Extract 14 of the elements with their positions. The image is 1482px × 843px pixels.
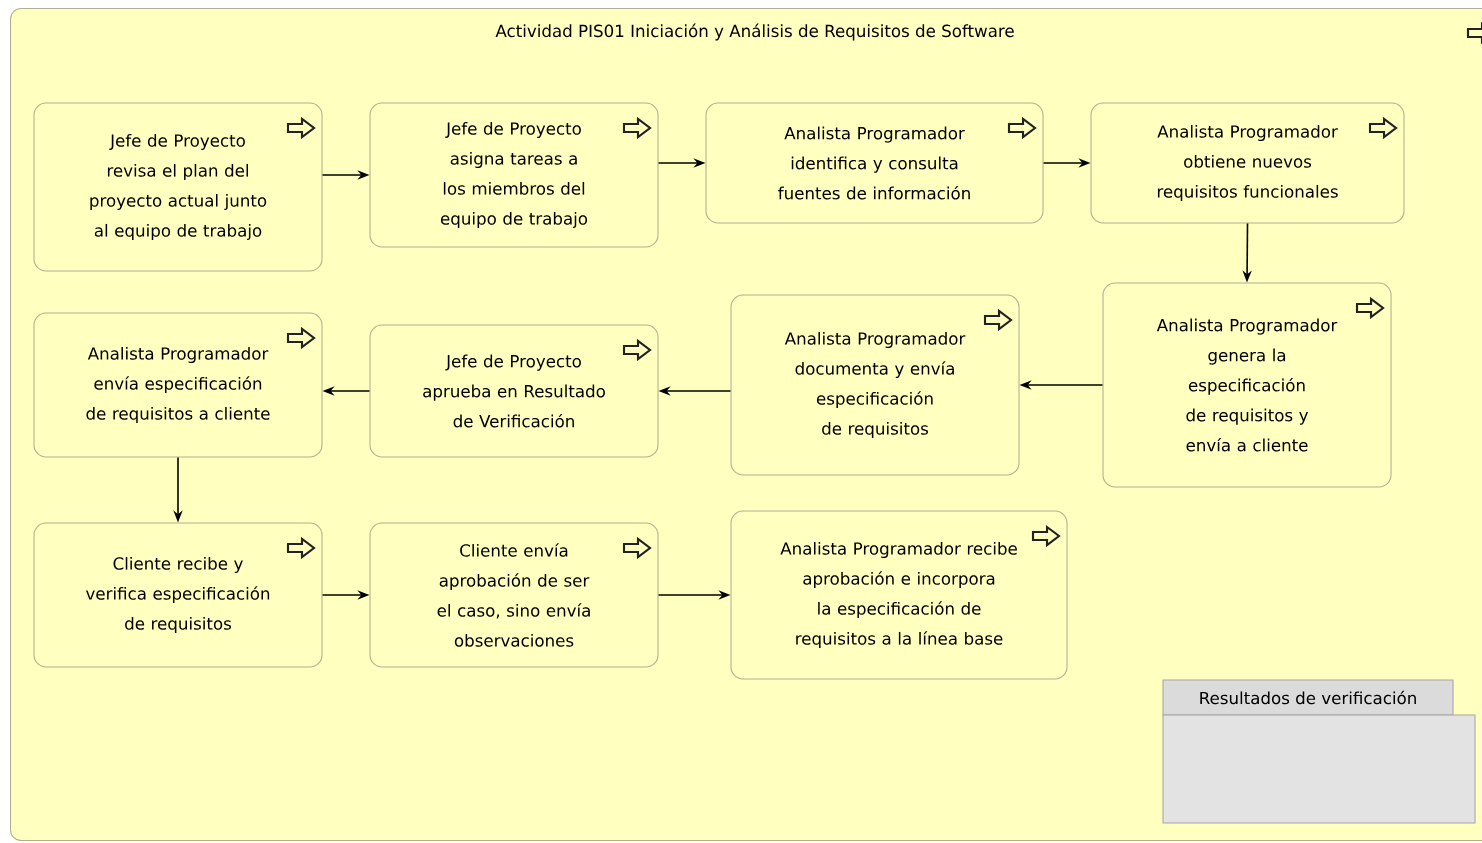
process-box: Analista Programador recibe aprobación e incorpora la especificación de requisitos a la línea base [730, 510, 1068, 680]
data-object: Resultados de verificación [1162, 679, 1476, 824]
process-box: Analista Programador documenta y envía especificación de requisitos [730, 294, 1020, 476]
process-box: Cliente recibe y verifica especificación de requisitos [33, 522, 323, 668]
process-box: Jefe de Proyecto revisa el plan del proyecto actual junto al equipo de trabajo [33, 102, 323, 272]
process-box: Analista Programador identifica y consulta fuentes de información [705, 102, 1044, 224]
process-box: Analista Programador genera la especificación de requisitos y envía a cliente [1102, 282, 1392, 488]
node-label: Resultados de verificación [1200, 690, 1416, 705]
process-box: Cliente envía aprobación de ser el caso, sino envía observaciones [369, 522, 659, 668]
container-title: Actividad PIS01 Iniciación y Análisis de Requisitos de Software [495, 23, 1014, 41]
process-box: Jefe de Proyecto aprueba en Resultado de Verificación [369, 324, 659, 458]
process-box: Analista Programador envía especificación de requisitos a cliente [33, 312, 323, 458]
process-box: Jefe de Proyecto asigna tareas a los miembros del equipo de trabajo [369, 102, 659, 248]
process-box: Analista Programador obtiene nuevos requisitos funcionales [1090, 102, 1405, 224]
